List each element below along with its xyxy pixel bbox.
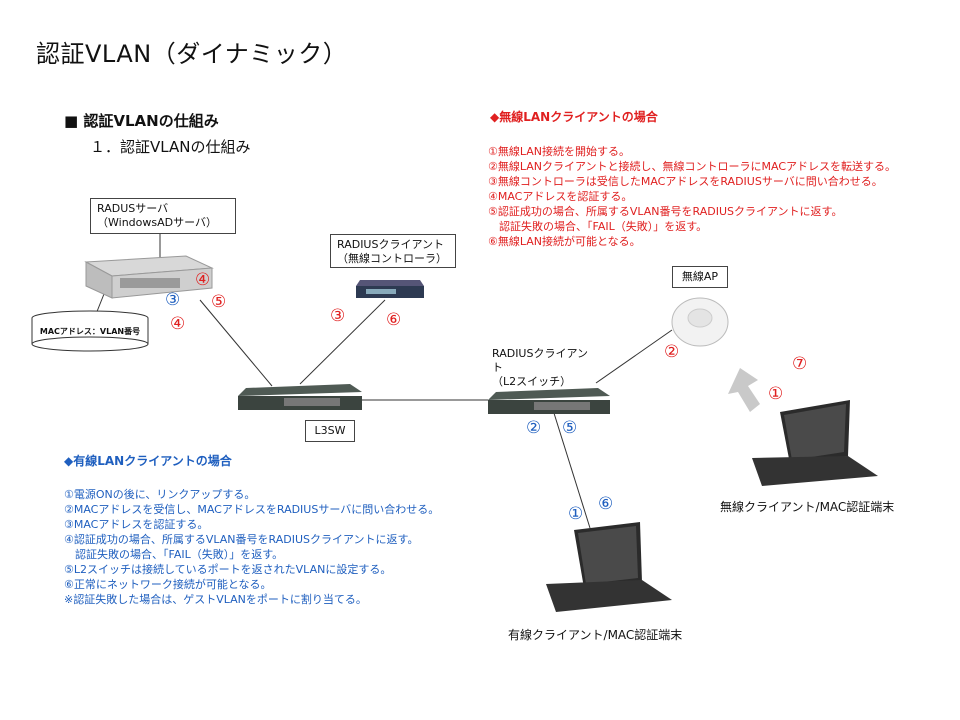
link-l2sw-ap xyxy=(595,329,673,384)
wired-step: ③MACアドレスを認証する。 xyxy=(64,518,209,531)
marker-l2-5: ⑤ xyxy=(562,418,578,438)
marker-wd-6: ⑥ xyxy=(598,494,614,514)
wired-step: ※認証失敗した場合は、ゲストVLANをポートに割り当てる。 xyxy=(64,593,367,606)
marker-wlc-3: ③ xyxy=(330,306,346,326)
wireless-step: ②無線LANクライアントと接続し、無線コントローラにMACアドレスを転送する。 xyxy=(488,160,897,173)
database-icon xyxy=(31,310,149,352)
wireless-step: ⑤認証成功の場合、所属するVLAN番号をRADIUSクライアントに返す。 xyxy=(488,205,843,218)
wireless-step: 認証失敗の場合、「FAIL（失敗）」を返す。 xyxy=(488,220,708,233)
wireless-step: ①無線LAN接続を開始する。 xyxy=(488,145,630,158)
marker-server-3: ③ xyxy=(165,290,181,310)
wireless-arrow-icon xyxy=(728,368,760,412)
wireless-ap-label: 無線AP xyxy=(672,266,728,288)
l2-switch-icon xyxy=(488,388,610,414)
marker-server-4: ④ xyxy=(195,270,211,290)
wired-step: ①電源ONの後に、リンクアップする。 xyxy=(64,488,256,501)
link-wlc-l3sw xyxy=(299,299,386,385)
wired-step: 認証失敗の場合、「FAIL（失敗）」を返す。 xyxy=(64,548,284,561)
wired-step: ⑥正常にネットワーク接続が可能となる。 xyxy=(64,578,272,591)
access-point-icon xyxy=(671,297,729,347)
marker-wl-1: ① xyxy=(768,384,784,404)
subsection-heading: １．認証VLANの仕組み xyxy=(90,138,251,156)
wireless-controller-icon xyxy=(356,280,424,298)
wireless-step: ③無線コントローラは受信したMACアドレスをRADIUSサーバに問い合わせる。 xyxy=(488,175,883,188)
wireless-step: ④MACアドレスを認証する。 xyxy=(488,190,633,203)
marker-wlc-6: ⑥ xyxy=(386,310,402,330)
wired-step: ④認証成功の場合、所属するVLAN番号をRADIUSクライアントに返す。 xyxy=(64,533,419,546)
wireless-heading: ◆無線LANクライアントの場合 xyxy=(490,110,658,124)
wireless-laptop-icon xyxy=(752,400,878,486)
wired-step: ②MACアドレスを受信し、MACアドレスをRADIUSサーバに問い合わせる。 xyxy=(64,503,440,516)
section-heading: ■ 認証VLANの仕組み xyxy=(64,112,219,130)
wired-client-caption: 有線クライアント/MAC認証端末 xyxy=(508,628,683,642)
marker-wd-1: ① xyxy=(568,504,584,524)
wired-step: ⑤L2スイッチは接続しているポートを返されたVLANに設定する。 xyxy=(64,563,392,576)
l3sw-label: L3SW xyxy=(305,420,355,442)
marker-server-5: ⑤ xyxy=(211,292,227,312)
database-label: MACアドレス：VLAN番号 xyxy=(39,327,141,336)
radius-client-l2-label: RADIUSクライアント （L2スイッチ） xyxy=(486,344,602,388)
wired-laptop-icon xyxy=(546,522,672,612)
wireless-steps: ①無線LAN接続を開始する。 ②無線LANクライアントと接続し、無線コントローラ… xyxy=(488,144,896,249)
radius-client-wlc-label: RADIUSクライアント （無線コントローラ） xyxy=(330,234,456,268)
server-icon xyxy=(84,255,214,299)
wired-steps: ①電源ONの後に、リンクアップする。 ②MACアドレスを受信し、MACアドレスを… xyxy=(64,487,439,607)
page-title: 認証VLAN（ダイナミック） xyxy=(36,40,348,68)
wireless-step: ⑥無線LAN接続が可能となる。 xyxy=(488,235,641,248)
marker-ap-2: ② xyxy=(664,342,680,362)
marker-server-4b: ④ xyxy=(170,314,186,334)
marker-wl-7: ⑦ xyxy=(792,354,808,374)
l3-switch-icon xyxy=(238,384,362,410)
marker-l2-2: ② xyxy=(526,418,542,438)
link-l2sw-wired xyxy=(552,409,591,529)
wired-heading: ◆有線LANクライアントの場合 xyxy=(64,454,232,468)
radius-server-label: RADUSサーバ （WindowsADサーバ） xyxy=(90,198,236,234)
wireless-client-caption: 無線クライアント/MAC認証端末 xyxy=(720,500,895,514)
link-server-l3sw xyxy=(199,299,273,387)
